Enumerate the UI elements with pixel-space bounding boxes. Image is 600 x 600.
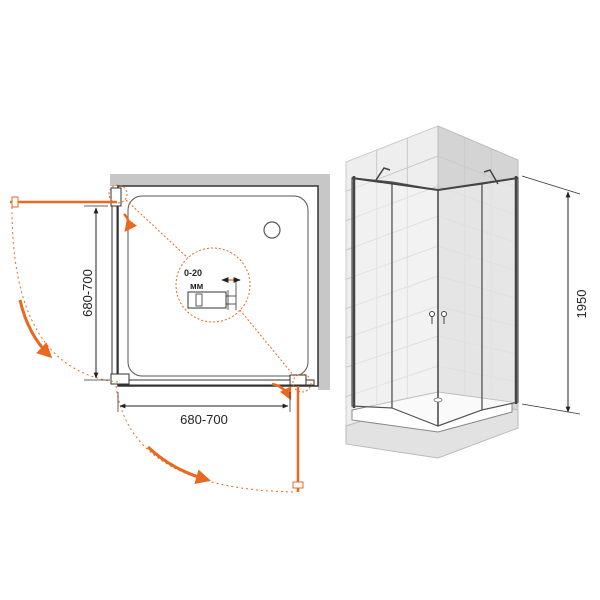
bracket-right-icon bbox=[483, 169, 499, 185]
width-dimension: 680-700 bbox=[117, 392, 291, 427]
left-swing-arrow bbox=[18, 299, 53, 359]
plan-view: 0-20 мм 680-700 680-700 bbox=[10, 174, 330, 493]
depth-dimension: 680-700 bbox=[80, 205, 110, 381]
left-fixed-panel bbox=[351, 177, 393, 409]
adjust-range-unit: мм bbox=[190, 281, 204, 291]
bottom-hinge-turn-arrow bbox=[271, 382, 292, 401]
right-door-handle bbox=[292, 481, 304, 489]
left-door-swing-arc bbox=[11, 201, 119, 383]
top-hinge-turn-arrow bbox=[123, 213, 137, 233]
hinge-detail-marker-bottom bbox=[292, 373, 312, 393]
right-door-panel bbox=[437, 183, 483, 427]
left-glass-panel bbox=[111, 187, 118, 385]
bracket-left-icon bbox=[375, 167, 391, 181]
depth-dimension-label: 680-700 bbox=[80, 269, 95, 317]
height-dimension-label: 1950 bbox=[574, 290, 589, 319]
perspective-view: 1950 bbox=[345, 125, 589, 459]
right-door-swing-arc bbox=[115, 385, 297, 493]
left-door-handle bbox=[11, 196, 19, 208]
adjust-range-label: 0-20 bbox=[184, 268, 202, 278]
hinge-bottom-left bbox=[110, 373, 130, 385]
detail-leader-top bbox=[125, 199, 191, 261]
left-door-panel bbox=[391, 181, 439, 427]
drain-icon bbox=[263, 221, 281, 239]
hinge-detail-marker-top bbox=[108, 184, 128, 204]
hinge-top bbox=[110, 187, 122, 207]
right-swing-arrow bbox=[146, 445, 211, 485]
tray-drain-icon bbox=[433, 397, 443, 403]
right-door-knob bbox=[441, 311, 447, 317]
right-fixed-panel bbox=[481, 177, 519, 411]
height-dimension: 1950 bbox=[521, 175, 589, 415]
adjustment-detail-callout: 0-20 мм bbox=[175, 247, 251, 323]
left-door-knob bbox=[429, 311, 435, 317]
hinge-bottom-right bbox=[289, 374, 307, 386]
front-glass-panel bbox=[117, 379, 315, 386]
width-dimension-label: 680-700 bbox=[180, 412, 228, 427]
